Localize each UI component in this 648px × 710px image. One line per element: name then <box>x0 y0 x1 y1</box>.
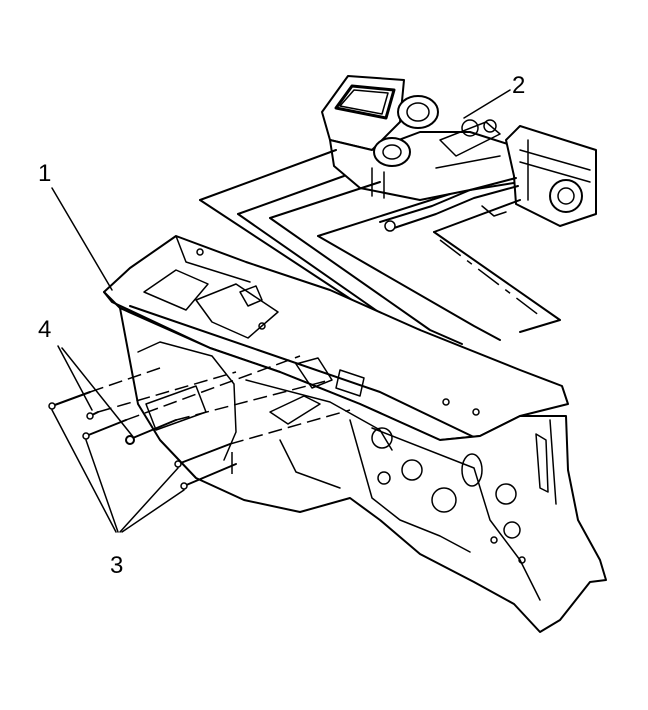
callout-1: 1 <box>38 160 52 187</box>
leader-lines <box>51 89 511 533</box>
dash-panel <box>103 235 607 633</box>
hvac-module <box>321 75 597 232</box>
callout-4: 4 <box>38 316 52 343</box>
fasteners <box>48 391 237 490</box>
callout-3: 3 <box>110 552 124 579</box>
alignment-dashes <box>89 239 541 474</box>
callout-2: 2 <box>512 72 526 99</box>
duct-routing-lines <box>199 149 561 345</box>
